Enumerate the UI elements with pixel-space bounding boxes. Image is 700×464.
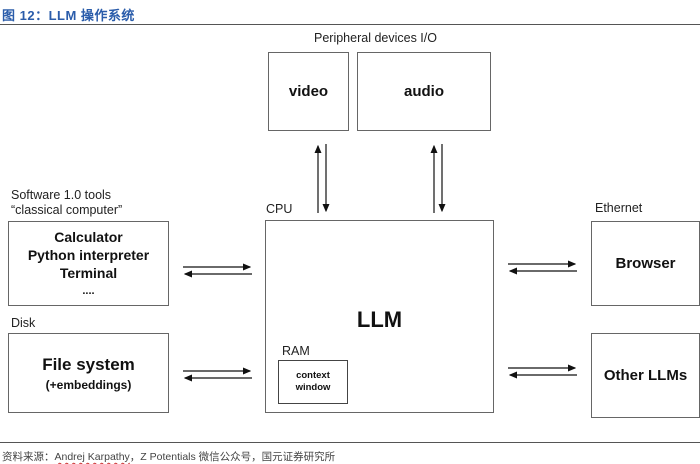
audio-label: audio — [404, 83, 444, 100]
calculator-label: Calculator — [54, 228, 123, 245]
browser-label: Browser — [615, 255, 676, 272]
terminal-label: Terminal — [59, 264, 118, 281]
disk-label: Disk — [11, 316, 36, 330]
python-interpreter-label: Python interpreter — [27, 246, 150, 263]
cpu-label: CPU — [266, 202, 293, 216]
video-box: video — [268, 52, 349, 131]
figure-title: 图 12：LLM 操作系统 — [2, 8, 135, 23]
tools-box: Calculator Python interpreter Terminal .… — [8, 221, 169, 306]
video-label: video — [288, 83, 329, 100]
window-label: window — [295, 382, 331, 393]
source-rest: ，Z Potentials 微信公众号，国元证券研究所 — [129, 451, 336, 463]
other-llms-box: Other LLMs — [591, 333, 700, 418]
ethernet-label: Ethernet — [595, 201, 643, 215]
context-label: context — [296, 370, 330, 381]
top-rule — [0, 24, 700, 25]
source-note: 资料来源：Andrej Karpathy，Z Potentials 微信公众号，… — [2, 449, 335, 464]
bottom-rule — [0, 442, 700, 443]
file-system-label: File system — [42, 354, 135, 374]
software-label-line2: “classical computer” — [11, 203, 123, 217]
ellipsis-label: .... — [82, 284, 95, 297]
software-label: Software 1.0 tools “classical computer” — [11, 188, 122, 218]
software-label-line1: Software 1.0 tools — [11, 188, 112, 202]
audio-box: audio — [357, 52, 491, 131]
peripheral-label: Peripheral devices I/O — [314, 31, 437, 45]
file-system-box: File system (+embeddings) — [8, 333, 169, 413]
other-llms-label: Other LLMs — [603, 367, 688, 384]
embeddings-label: (+embeddings) — [45, 377, 132, 392]
llm-label: LLM — [356, 307, 403, 332]
source-prefix: 资料来源： — [2, 451, 55, 463]
ram-label: RAM — [282, 344, 310, 358]
context-window-box: context window — [278, 360, 348, 404]
source-author: Andrej Karpathy — [54, 451, 130, 463]
